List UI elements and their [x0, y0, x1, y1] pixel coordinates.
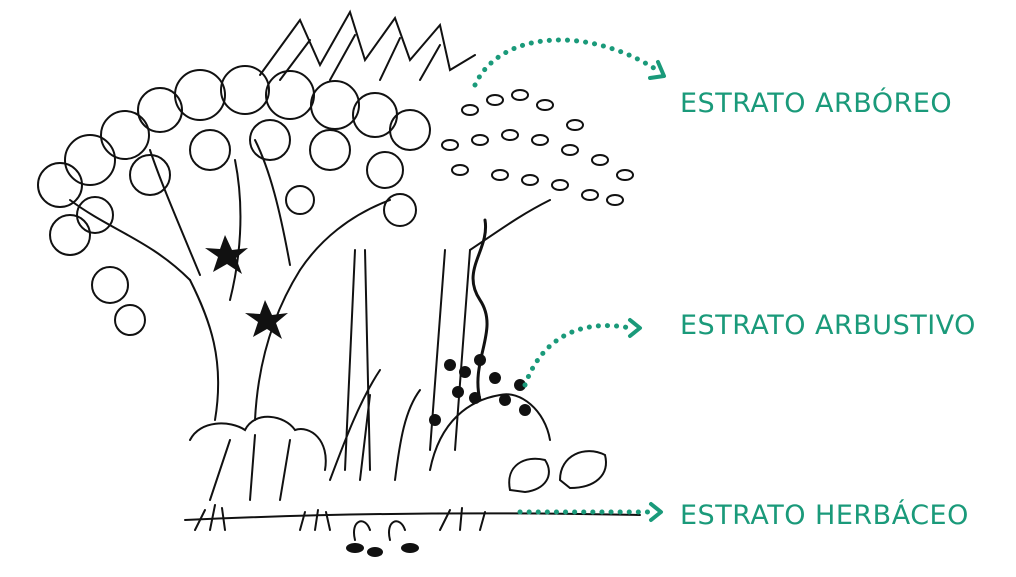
label-estrato-arboreo: ESTRATO ARBÓREO: [680, 88, 952, 119]
arrow-arbustivo: [525, 326, 630, 385]
shrub-berries: [429, 354, 531, 426]
herb-layer: [195, 505, 485, 540]
label-estrato-arbustivo: ESTRATO ARBUSTIVO: [680, 310, 976, 341]
canopy-top: [260, 12, 475, 80]
arrowhead-arboreo-icon: [650, 62, 664, 78]
label-estrato-herbaceo: ESTRATO HERBÁCEO: [680, 500, 969, 531]
tree-trunk-right: [430, 200, 550, 450]
ground-line: [185, 513, 640, 520]
tree-trunk-left: [70, 140, 390, 420]
canopy-left: [38, 66, 430, 335]
epiphyte-stars: [205, 235, 288, 339]
arrow-arboreo: [475, 40, 660, 85]
tree-trunk-middle: [345, 250, 370, 470]
ground-seeds: [346, 543, 419, 557]
arrowhead-arbustivo-icon: [630, 320, 640, 336]
arrowhead-herbaceo-icon: [651, 504, 661, 520]
shrub-layer: [190, 370, 606, 500]
canopy-right: [442, 90, 633, 205]
